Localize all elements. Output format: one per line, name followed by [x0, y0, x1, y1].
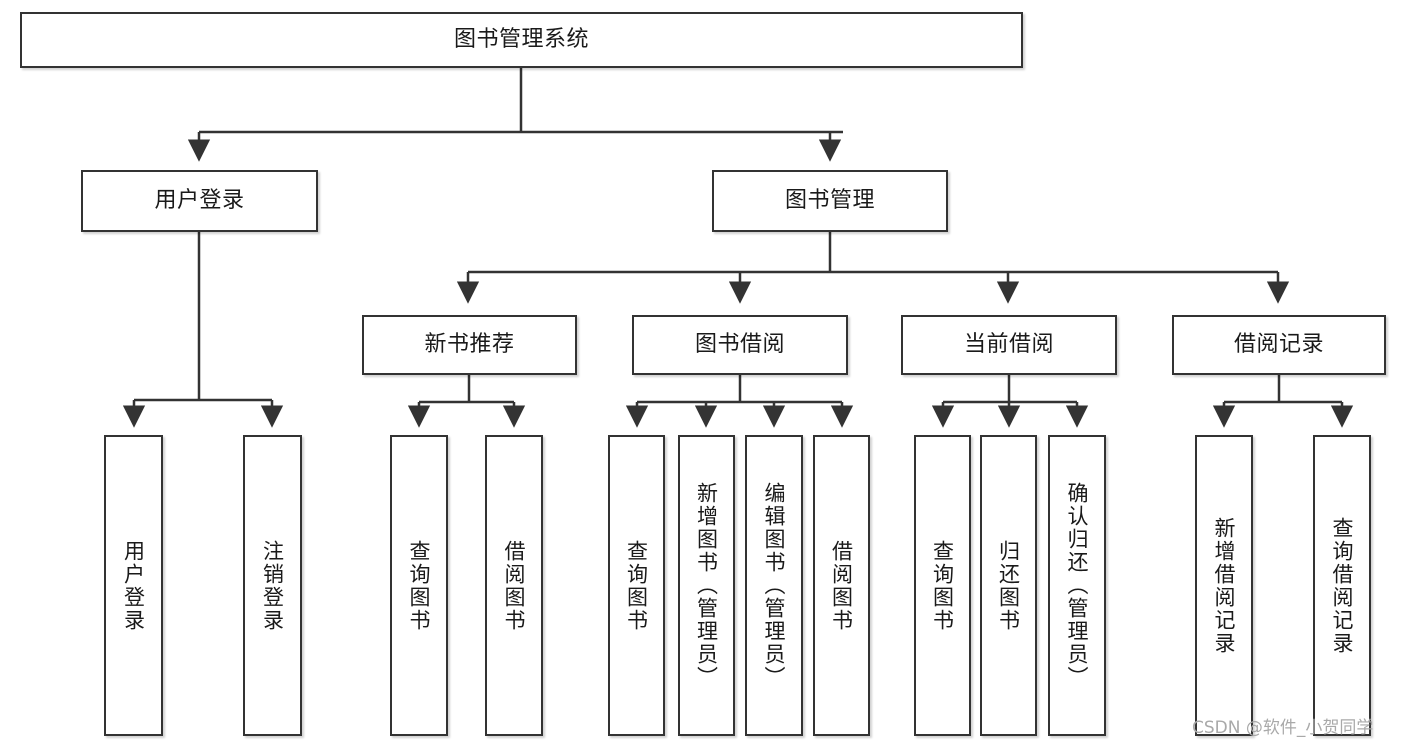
node-current-borrow[interactable]: 当前借阅	[901, 315, 1117, 375]
leaf-query-record[interactable]: 查询借阅记录	[1313, 435, 1371, 736]
leaf-add-book-label: 新增图书（管理员）	[694, 482, 719, 689]
leaf-user-login[interactable]: 用户登录	[104, 435, 163, 736]
node-root-label: 图书管理系统	[453, 27, 589, 53]
leaf-confirm-return[interactable]: 确认归还（管理员）	[1048, 435, 1106, 736]
leaf-query-book-1[interactable]: 查询图书	[390, 435, 448, 736]
leaf-borrow-book-2[interactable]: 借阅图书	[813, 435, 870, 736]
node-book-borrow-label: 图书借阅	[694, 332, 785, 358]
leaf-query-record-label: 查询借阅记录	[1330, 516, 1355, 655]
node-borrow-record[interactable]: 借阅记录	[1172, 315, 1386, 375]
node-book-manage[interactable]: 图书管理	[712, 170, 948, 232]
node-root[interactable]: 图书管理系统	[20, 12, 1023, 68]
leaf-add-record[interactable]: 新增借阅记录	[1195, 435, 1253, 736]
leaf-query-book-2-label: 查询图书	[624, 539, 649, 632]
leaf-return-book-label: 归还图书	[996, 539, 1021, 632]
node-new-book-rec-label: 新书推荐	[424, 332, 515, 358]
node-borrow-record-label: 借阅记录	[1233, 332, 1324, 358]
leaf-query-book-3[interactable]: 查询图书	[914, 435, 971, 736]
node-new-book-rec[interactable]: 新书推荐	[362, 315, 577, 375]
leaf-logout-label: 注销登录	[260, 539, 285, 632]
leaf-edit-book-label: 编辑图书（管理员）	[762, 482, 787, 689]
node-current-borrow-label: 当前借阅	[963, 332, 1054, 358]
leaf-borrow-book-1-label: 借阅图书	[502, 539, 527, 632]
leaf-edit-book[interactable]: 编辑图书（管理员）	[745, 435, 803, 736]
leaf-query-book-2[interactable]: 查询图书	[608, 435, 665, 736]
leaf-add-book[interactable]: 新增图书（管理员）	[678, 435, 735, 736]
leaf-add-record-label: 新增借阅记录	[1212, 516, 1237, 655]
node-user-login-label: 用户登录	[154, 188, 245, 214]
node-book-manage-label: 图书管理	[784, 188, 875, 214]
node-book-borrow[interactable]: 图书借阅	[632, 315, 848, 375]
leaf-query-book-1-label: 查询图书	[407, 539, 432, 632]
leaf-return-book[interactable]: 归还图书	[980, 435, 1037, 736]
leaf-borrow-book-1[interactable]: 借阅图书	[485, 435, 543, 736]
node-user-login[interactable]: 用户登录	[81, 170, 318, 232]
leaf-user-login-label: 用户登录	[121, 539, 146, 632]
csdn-watermark: CSDN @软件_小贺同学	[1192, 718, 1374, 738]
leaf-query-book-3-label: 查询图书	[930, 539, 955, 632]
leaf-confirm-return-label: 确认归还（管理员）	[1065, 482, 1090, 689]
leaf-logout[interactable]: 注销登录	[243, 435, 302, 736]
leaf-borrow-book-2-label: 借阅图书	[829, 539, 854, 632]
